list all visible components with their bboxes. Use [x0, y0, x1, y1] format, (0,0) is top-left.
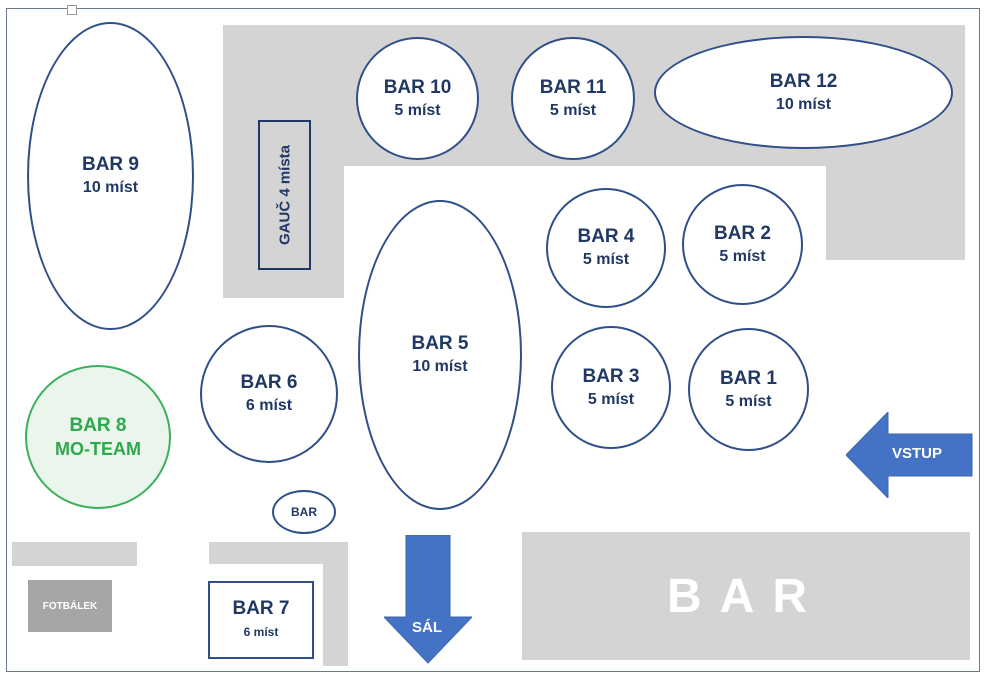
foosball-table[interactable]: FOTBÁLEK [28, 580, 112, 632]
table-seats: 5 míst [719, 247, 766, 265]
table-name: BAR 11 [539, 76, 607, 98]
table-bar5[interactable]: BAR 5 10 míst [358, 200, 522, 510]
table-name: BAR 3 [582, 365, 640, 387]
entrance-arrow-icon [846, 412, 973, 498]
entrance-label: VSTUP [892, 445, 943, 462]
table-name: BAR 7 [232, 598, 290, 619]
table-name: BAR 8 [69, 415, 127, 436]
hall-arrow-icon [384, 535, 472, 664]
table-seats: 5 míst [549, 101, 597, 119]
table-seats: 10 míst [82, 179, 139, 196]
table-seats: 5 míst [587, 390, 635, 408]
table-bar10[interactable]: BAR 10 5 míst [356, 37, 479, 160]
foosball-label: FOTBÁLEK [42, 600, 98, 612]
table-team-label: MO-TEAM [55, 439, 141, 459]
table-seats: 10 míst [412, 358, 468, 375]
table-name: BAR 4 [577, 226, 635, 247]
table-name: BAR 10 [383, 76, 452, 98]
table-bar4[interactable]: BAR 4 5 míst [546, 188, 666, 308]
table-seats: 5 míst [394, 101, 441, 119]
table-bar9[interactable]: BAR 9 10 míst [27, 22, 194, 330]
table-name: BAR 1 [719, 367, 777, 389]
table-bar12[interactable]: BAR 12 10 míst [654, 36, 953, 149]
floor-plan-frame [6, 5, 980, 672]
table-seats: 6 míst [245, 397, 293, 414]
table-bar7[interactable]: BAR 7 6 míst [208, 581, 314, 659]
small-bar-label: BAR [291, 505, 317, 519]
table-name: BAR 9 [81, 154, 139, 175]
small-bar[interactable]: BAR [272, 490, 336, 534]
table-seats: 6 míst [243, 625, 279, 639]
table-bar2[interactable]: BAR 2 5 míst [682, 184, 803, 305]
table-bar11[interactable]: BAR 11 5 míst [511, 37, 635, 160]
table-name: BAR 12 [769, 70, 838, 92]
sofa-label: GAUČ 4 místa [276, 144, 293, 246]
main-bar-label: BAR [667, 569, 825, 623]
wall-mid-bottom [209, 542, 347, 564]
table-seats: 10 míst [775, 95, 832, 113]
resize-handle[interactable] [67, 5, 77, 15]
table-seats: 5 míst [725, 392, 772, 410]
main-bar-counter[interactable]: BAR [522, 532, 970, 660]
table-bar8-mo-team[interactable]: BAR 8 MO-TEAM [25, 365, 171, 509]
wall-left-bottom [12, 542, 137, 566]
table-name: BAR 6 [240, 372, 298, 393]
sofa[interactable]: GAUČ 4 místa [258, 120, 311, 270]
hall-label: SÁL [412, 619, 442, 636]
table-name: BAR 5 [411, 333, 469, 354]
table-name: BAR 2 [713, 222, 771, 244]
table-bar6[interactable]: BAR 6 6 míst [200, 325, 338, 463]
table-seats: 5 míst [582, 251, 630, 268]
table-bar1[interactable]: BAR 1 5 míst [688, 328, 809, 451]
wall-mid-vertical [323, 542, 348, 666]
table-bar3[interactable]: BAR 3 5 míst [551, 326, 671, 449]
